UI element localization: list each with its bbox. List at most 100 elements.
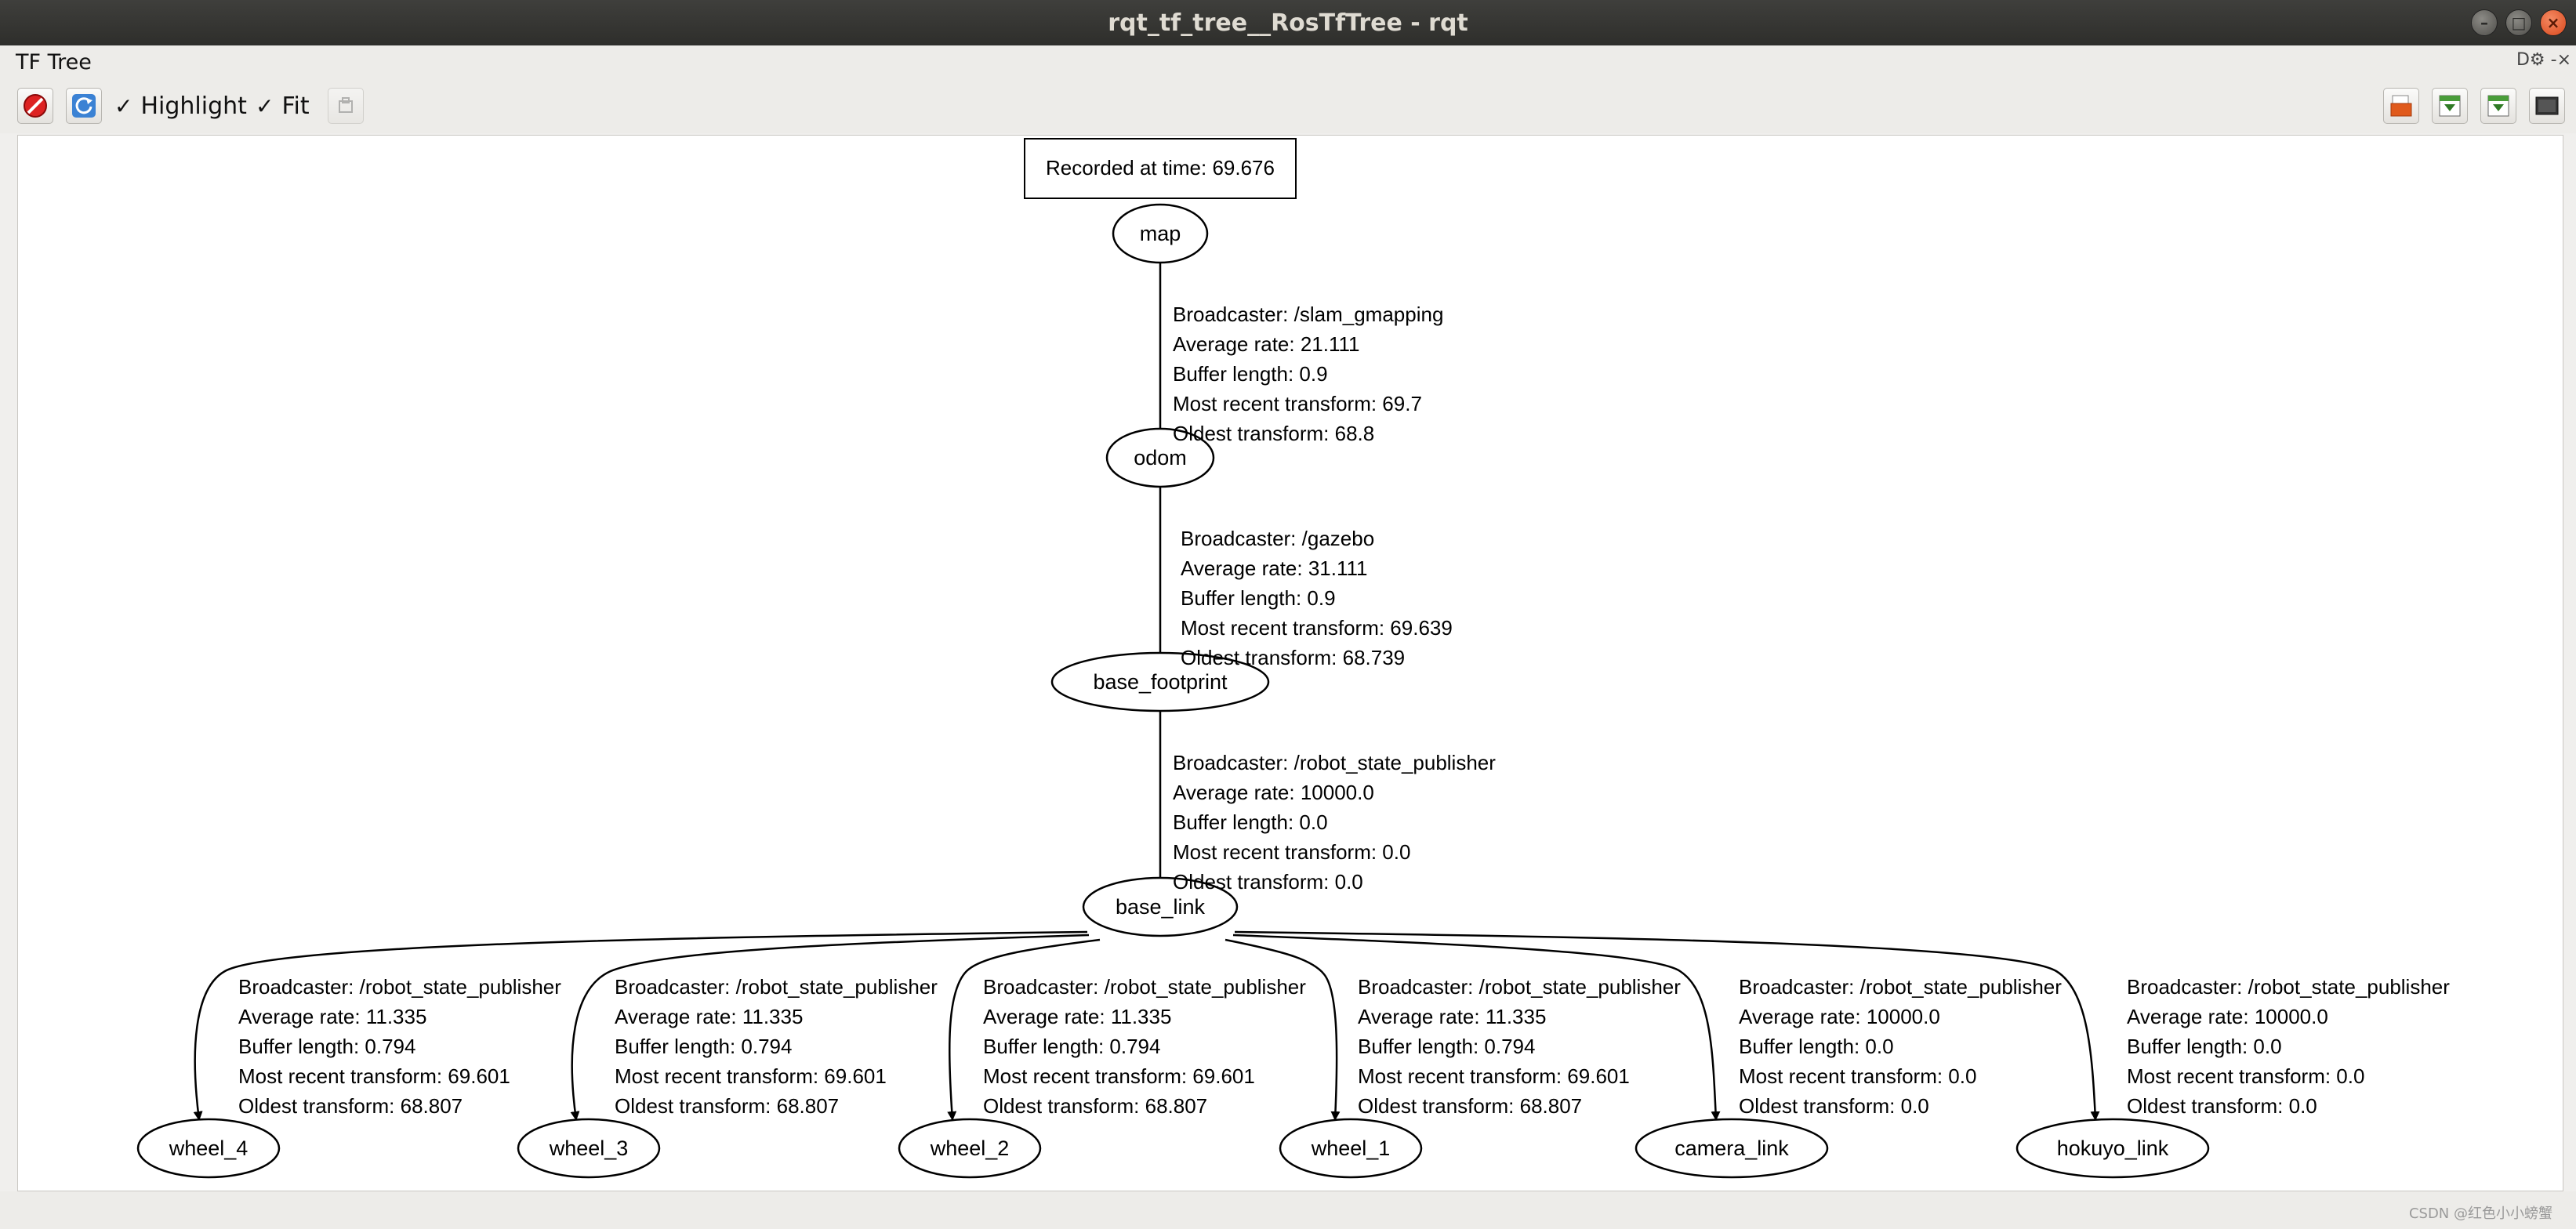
load-dot-button[interactable] bbox=[2383, 88, 2419, 124]
window-title: rqt_tf_tree__RosTfTree - rqt bbox=[1108, 9, 1468, 37]
node-map-label: map bbox=[1140, 222, 1181, 245]
edge-label-line: Buffer length: 0.0 bbox=[2127, 1035, 2282, 1058]
node-camera-link[interactable]: camera_link bbox=[1634, 1118, 1829, 1179]
clear-button[interactable] bbox=[17, 88, 53, 124]
node-hokuyo-link-label: hokuyo_link bbox=[2057, 1137, 2169, 1160]
edge-label-line: Average rate: 31.111 bbox=[1181, 556, 1368, 580]
fit-view-button[interactable] bbox=[328, 88, 364, 124]
node-base-link-label: base_link bbox=[1116, 895, 1206, 919]
node-wheel-4[interactable]: wheel_4 bbox=[136, 1118, 281, 1179]
fit-label: Fit bbox=[281, 92, 310, 120]
watermark-text: CSDN @红色小小螃蟹 bbox=[2408, 1205, 2552, 1222]
fit-checkbox[interactable]: ✓ Fit bbox=[256, 92, 310, 120]
fit-view-icon bbox=[339, 97, 353, 113]
edge-label-line: Average rate: 21.111 bbox=[1173, 332, 1360, 356]
maximize-button[interactable]: □ bbox=[2505, 9, 2532, 36]
edge-label-line: Most recent transform: 69.639 bbox=[1181, 616, 1453, 640]
node-hokuyo-link[interactable]: hokuyo_link bbox=[2015, 1118, 2210, 1179]
recorded-time-box: Recorded at time: 69.676 bbox=[1024, 138, 1297, 199]
edge-label-line: Oldest transform: 0.0 bbox=[1173, 870, 1363, 894]
edge-label-line: Oldest transform: 68.807 bbox=[1358, 1094, 1582, 1118]
edge-label-line: Average rate: 11.335 bbox=[615, 1005, 803, 1028]
edge-label-line: Broadcaster: /slam_gmapping bbox=[1173, 303, 1443, 326]
edge-label-line: Average rate: 11.335 bbox=[1358, 1005, 1546, 1028]
node-odom[interactable]: odom bbox=[1105, 427, 1215, 488]
edge-label-line: Oldest transform: 0.0 bbox=[1739, 1094, 1929, 1118]
edge-label-line: Broadcaster: /robot_state_publisher bbox=[1739, 975, 2062, 999]
highlight-check-icon: ✓ bbox=[114, 93, 133, 119]
node-wheel-3-label: wheel_3 bbox=[549, 1137, 629, 1160]
edge-label-line: Broadcaster: /robot_state_publisher bbox=[615, 975, 938, 999]
tf-tree-canvas[interactable]: Recorded at time: 69.676 map odom base_f… bbox=[17, 135, 2563, 1191]
save-svg-icon bbox=[2487, 95, 2509, 117]
edge-base-link-wheel-1 bbox=[1225, 938, 1341, 1121]
dock-titlebar: TF Tree D⚙ -× bbox=[0, 45, 2576, 78]
edge-label-odom-base-footprint: Broadcaster: /gazebo Average rate: 31.11… bbox=[1181, 527, 1453, 669]
refresh-button[interactable] bbox=[66, 88, 102, 124]
edge-label-base-footprint-base-link: Broadcaster: /robot_state_publisher Aver… bbox=[1173, 751, 1496, 894]
edge-label-line: Buffer length: 0.794 bbox=[1358, 1035, 1535, 1058]
edge-label-base-link-wheel-2: Broadcaster: /robot_state_publisher Aver… bbox=[983, 975, 1306, 1118]
edge-label-line: Oldest transform: 68.807 bbox=[238, 1094, 463, 1118]
edge-label-base-link-camera-link: Broadcaster: /robot_state_publisher Aver… bbox=[1739, 975, 2062, 1118]
node-base-footprint[interactable]: base_footprint bbox=[1050, 651, 1270, 712]
edge-label-line: Most recent transform: 0.0 bbox=[2127, 1064, 2364, 1088]
edge-label-line: Most recent transform: 0.0 bbox=[1739, 1064, 1976, 1088]
edge-label-line: Buffer length: 0.9 bbox=[1181, 586, 1336, 610]
node-wheel-3[interactable]: wheel_3 bbox=[517, 1118, 661, 1179]
edge-label-map-odom: Broadcaster: /slam_gmapping Average rate… bbox=[1173, 303, 1443, 445]
node-wheel-2-label: wheel_2 bbox=[930, 1137, 1010, 1160]
edge-label-line: Average rate: 11.335 bbox=[238, 1005, 426, 1028]
tf-tree-graph: Recorded at time: 69.676 map odom base_f… bbox=[136, 138, 2450, 1179]
edge-label-line: Broadcaster: /robot_state_publisher bbox=[1173, 751, 1496, 774]
edge-label-base-link-wheel-1: Broadcaster: /robot_state_publisher Aver… bbox=[1358, 975, 1681, 1118]
node-wheel-1[interactable]: wheel_1 bbox=[1279, 1118, 1423, 1179]
node-odom-label: odom bbox=[1134, 446, 1187, 469]
node-base-footprint-label: base_footprint bbox=[1093, 670, 1228, 694]
edge-label-line: Oldest transform: 68.807 bbox=[983, 1094, 1207, 1118]
node-wheel-1-label: wheel_1 bbox=[1311, 1137, 1391, 1160]
edge-label-line: Most recent transform: 0.0 bbox=[1173, 840, 1410, 864]
status-bar: CSDN @红色小小螃蟹 bbox=[0, 1191, 2576, 1229]
window-controls: – □ × bbox=[2471, 9, 2567, 36]
edge-label-line: Buffer length: 0.0 bbox=[1739, 1035, 1894, 1058]
edge-label-line: Buffer length: 0.9 bbox=[1173, 362, 1328, 386]
toolbar: ✓ Highlight ✓ Fit bbox=[0, 78, 2576, 133]
open-folder-icon bbox=[2390, 95, 2412, 117]
edge-label-line: Broadcaster: /gazebo bbox=[1181, 527, 1374, 550]
node-base-link[interactable]: base_link bbox=[1082, 876, 1239, 937]
edge-label-line: Oldest transform: 68.8 bbox=[1173, 422, 1374, 445]
edge-label-line: Average rate: 11.335 bbox=[983, 1005, 1171, 1028]
node-map[interactable]: map bbox=[1112, 203, 1209, 264]
edge-label-line: Average rate: 10000.0 bbox=[1739, 1005, 1940, 1028]
edge-label-base-link-wheel-4: Broadcaster: /robot_state_publisher Aver… bbox=[238, 975, 561, 1118]
save-svg-button[interactable] bbox=[2480, 88, 2516, 124]
edge-label-line: Buffer length: 0.794 bbox=[983, 1035, 1160, 1058]
fit-check-icon: ✓ bbox=[256, 93, 274, 119]
save-image-button[interactable] bbox=[2529, 88, 2565, 124]
node-camera-link-label: camera_link bbox=[1674, 1137, 1789, 1160]
edge-label-line: Average rate: 10000.0 bbox=[2127, 1005, 2328, 1028]
highlight-checkbox[interactable]: ✓ Highlight bbox=[114, 92, 247, 120]
edge-label-line: Oldest transform: 68.739 bbox=[1181, 646, 1405, 669]
edge-label-line: Broadcaster: /robot_state_publisher bbox=[238, 975, 561, 999]
node-wheel-2[interactable]: wheel_2 bbox=[898, 1118, 1042, 1179]
edge-label-line: Oldest transform: 0.0 bbox=[2127, 1094, 2317, 1118]
edge-label-line: Most recent transform: 69.7 bbox=[1173, 392, 1422, 415]
close-button[interactable]: × bbox=[2540, 9, 2567, 36]
edge-base-link-hokuyo-link bbox=[1234, 930, 2100, 1121]
refresh-icon bbox=[72, 94, 96, 118]
edge-base-link-wheel-2 bbox=[947, 938, 1101, 1121]
edge-label-line: Buffer length: 0.794 bbox=[238, 1035, 415, 1058]
image-icon bbox=[2535, 96, 2559, 115]
save-dot-button[interactable] bbox=[2432, 88, 2468, 124]
dock-title: TF Tree bbox=[16, 50, 92, 74]
stop-icon bbox=[24, 94, 47, 118]
edge-label-line: Buffer length: 0.794 bbox=[615, 1035, 792, 1058]
edge-label-line: Most recent transform: 69.601 bbox=[238, 1064, 510, 1088]
dock-controls-icon[interactable]: D⚙ -× bbox=[2516, 50, 2571, 70]
minimize-button[interactable]: – bbox=[2471, 9, 2498, 36]
edge-base-link-camera-link bbox=[1232, 934, 1721, 1121]
edge-label-line: Broadcaster: /robot_state_publisher bbox=[2127, 975, 2450, 999]
edge-label-base-link-wheel-3: Broadcaster: /robot_state_publisher Aver… bbox=[615, 975, 938, 1118]
